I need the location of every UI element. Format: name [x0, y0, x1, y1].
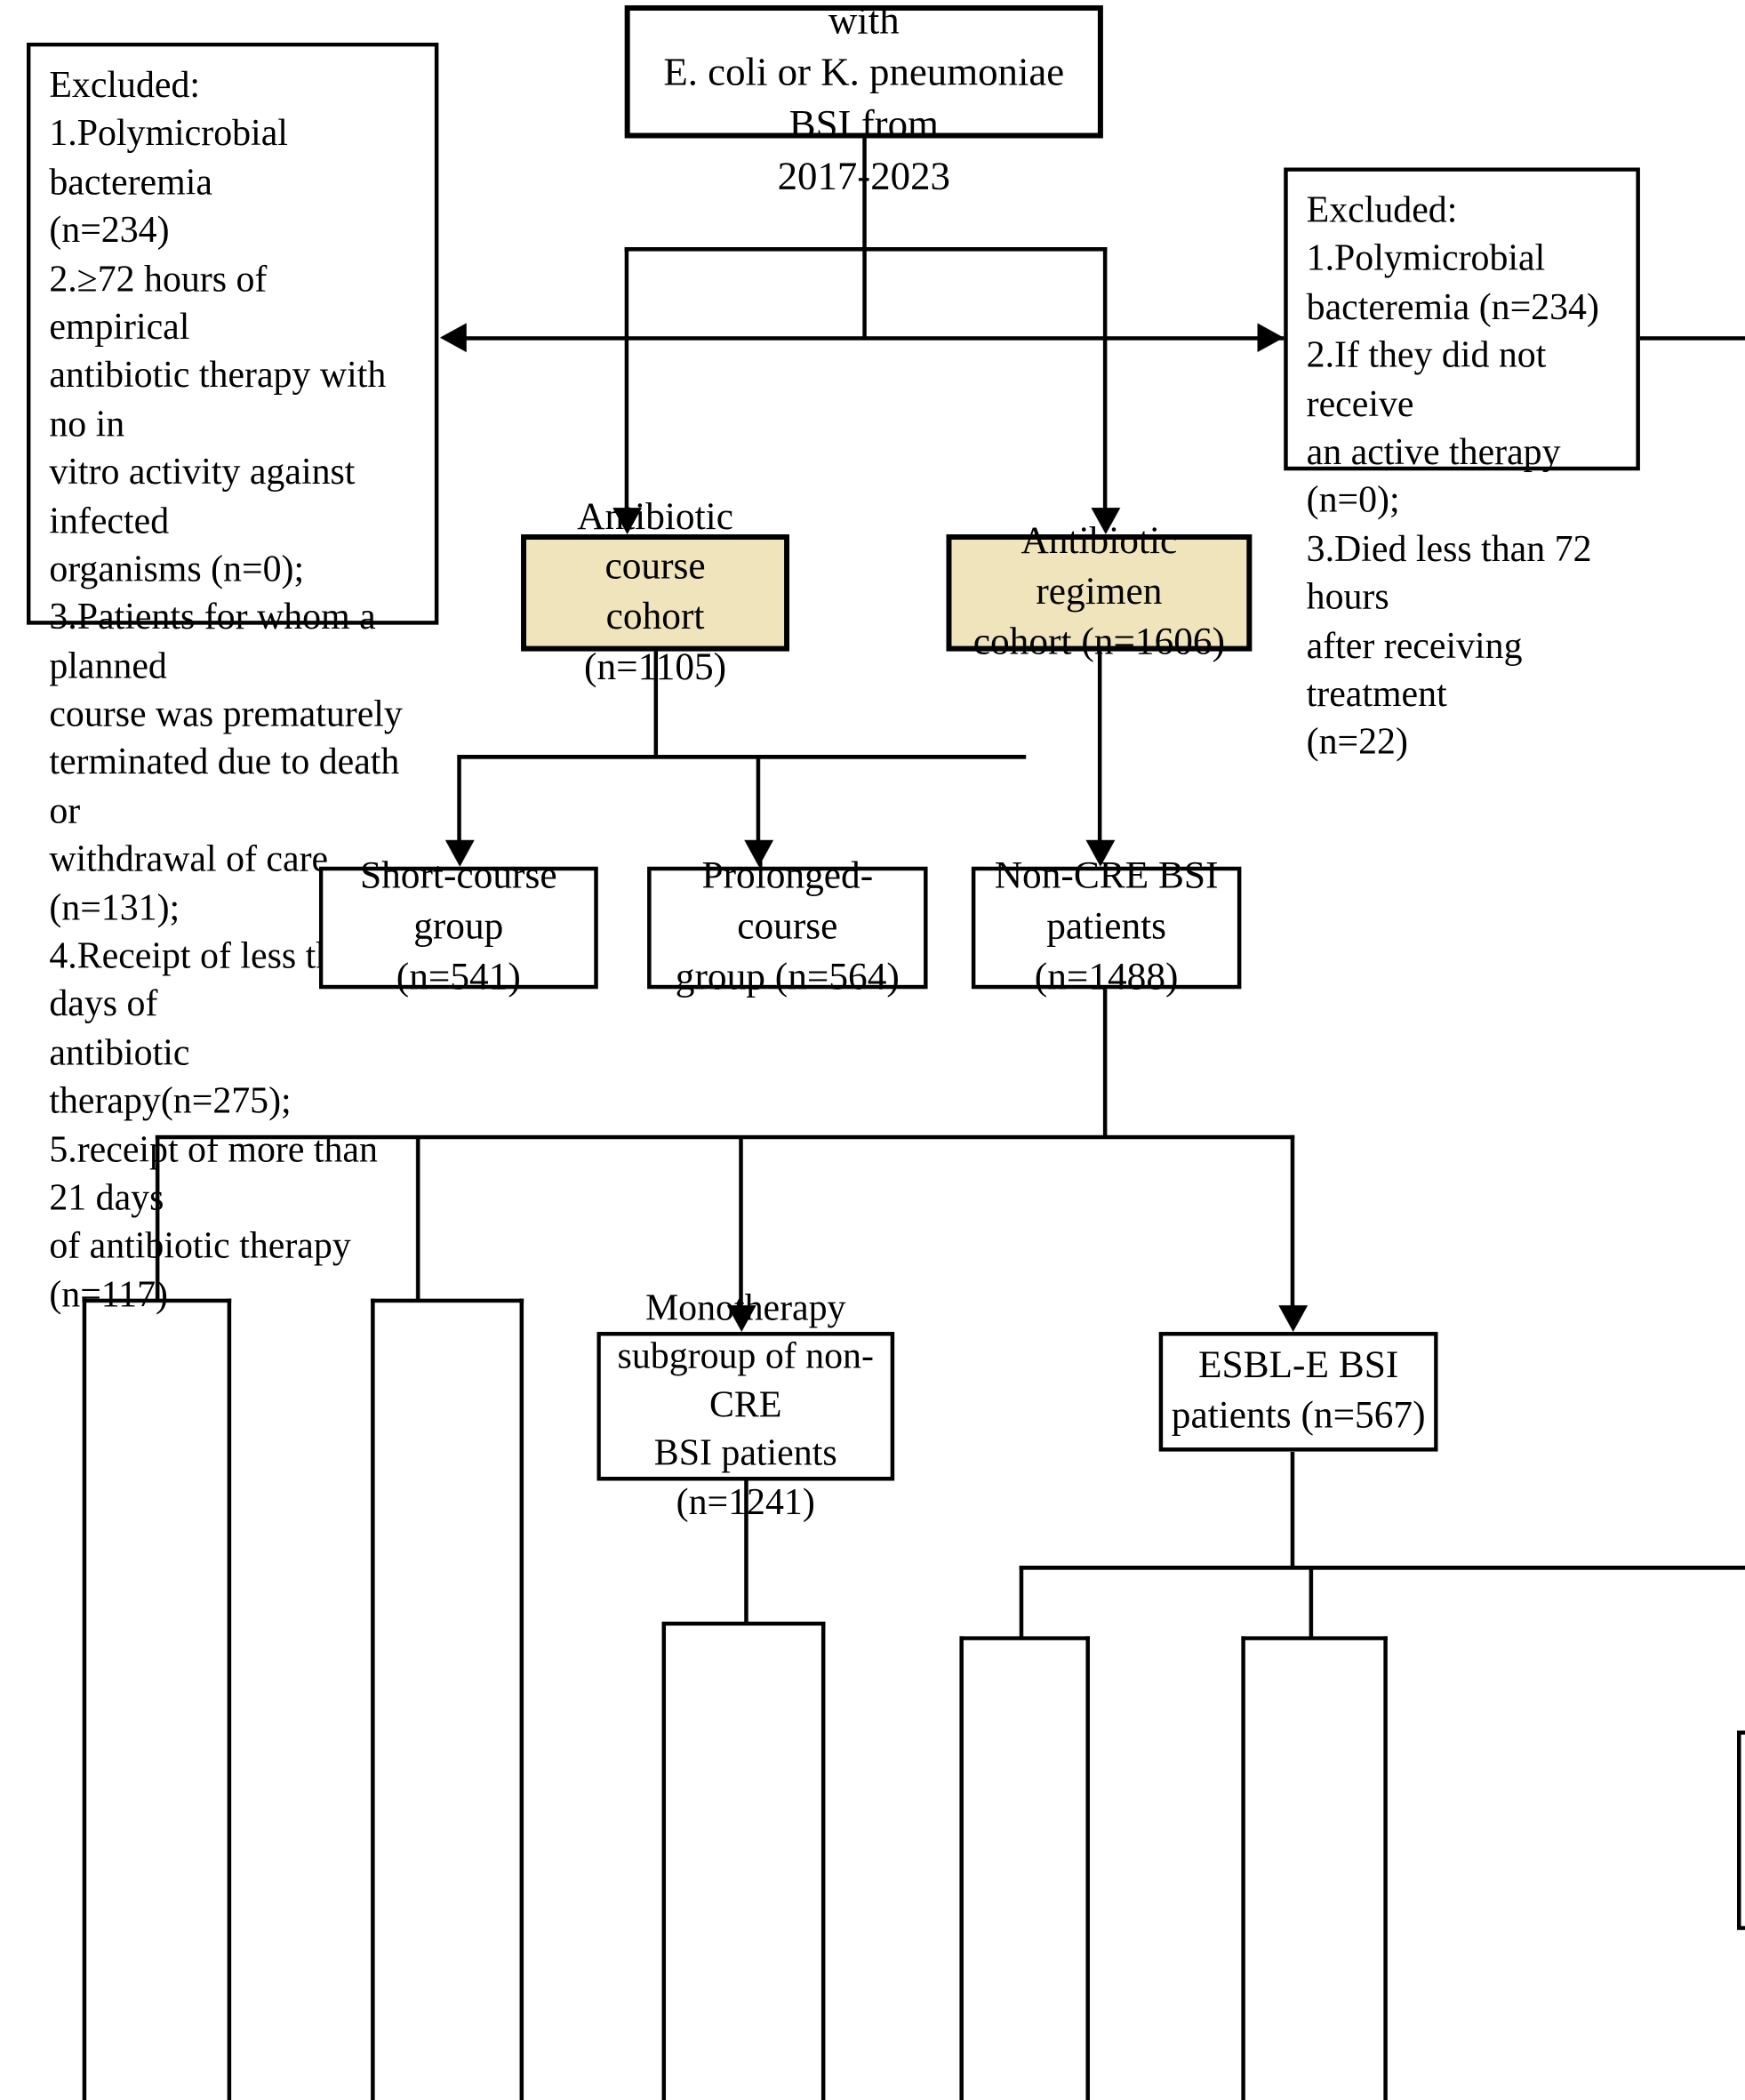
connector-branch-a-bus [82, 1298, 232, 1303]
connector-to-course-cohort [624, 247, 629, 514]
connector-branch-a-right [227, 1298, 232, 2100]
connector-source-down [862, 138, 867, 251]
connector-mononcre-down [744, 1480, 748, 1624]
node-esbl-e-bsi: ESBL-E BSI patients (n=567) [1158, 1332, 1438, 1452]
connector-esbl-bus [1019, 1566, 1745, 1570]
arrow-non-cre [1085, 839, 1116, 867]
node-source-population-label: 1862 hematological patients with E. coli… [663, 0, 1065, 198]
connector-regimen-cohort-down [1097, 651, 1102, 846]
node-non-cre-bsi: Non-CRE BSI patients (n=1488) [971, 855, 1242, 998]
connector-esbl-b2-left [1241, 1636, 1245, 2100]
connector-noncre-down [1102, 989, 1108, 1138]
node-antibiotic-course-cohort: Antibiotic course cohort (n=1105) [521, 495, 790, 688]
node-short-course-group: Short-course group (n=541) [318, 855, 598, 998]
connector-mononcre-bus [661, 1621, 826, 1626]
connector-to-short-course [457, 755, 461, 846]
connector-bus-branch-c [739, 1134, 743, 1311]
node-antibiotic-regimen-cohort: Antibiotic regimen cohort (n=1606) [946, 520, 1253, 663]
node-short-course-group-label: Short-course group (n=541) [360, 855, 557, 998]
connector-mononcre-right [820, 1621, 826, 2100]
arrow-to-excluded-left [439, 323, 467, 353]
connector-bus-branch-b [415, 1134, 420, 1302]
arrow-short-course [444, 839, 475, 867]
node-excluded-right-label: Excluded: 1.Polymicrobial bacteremia (n=… [1306, 189, 1599, 764]
connector-branch-b-bus [371, 1298, 524, 1303]
arrow-prolonged-course [744, 839, 774, 867]
connector-esbl-b1-left [959, 1636, 964, 2100]
connector-source-to-bus [862, 247, 867, 340]
node-mono-subgroup-esbl-label: Monotherapy subgroup of ESBL-E BSI patie… [1741, 1734, 1745, 1928]
node-mono-subgroup-noncre: Monotherapy subgroup of non-CRE BSI pati… [596, 1288, 895, 1523]
connector-esbl-branch-2-bus [1241, 1636, 1388, 1640]
connector-branch-b-left [371, 1298, 375, 2100]
connector-exclusion-bus [458, 336, 1745, 341]
connector-branch-b-right [519, 1298, 524, 2100]
connector-course-cohort-down [653, 651, 659, 758]
node-mono-subgroup-esbl: Monotherapy subgroup of ESBL-E BSI patie… [1737, 1730, 1745, 1930]
node-prolonged-course-group-label: Prolonged-course group (n=564) [675, 855, 900, 998]
arrow-esbl-e-bsi [1278, 1305, 1309, 1333]
node-excluded-right: Excluded: 1.Polymicrobial bacteremia (n=… [1284, 167, 1640, 764]
node-excluded-left: Excluded: 1.Polymicrobial bacteremia (n=… [26, 42, 439, 1316]
node-excluded-left-label: Excluded: 1.Polymicrobial bacteremia (n=… [49, 65, 403, 1316]
node-antibiotic-regimen-cohort-label: Antibiotic regimen cohort (n=1606) [973, 520, 1226, 663]
connector-esbl-branch-1-bus [959, 1636, 1090, 1640]
arrow-regimen-cohort [1091, 508, 1121, 535]
node-esbl-e-bsi-label: ESBL-E BSI patients (n=567) [1171, 1343, 1426, 1438]
node-source-population: 1862 hematological patients with E. coli… [624, 0, 1103, 197]
node-antibiotic-course-cohort-label: Antibiotic course cohort (n=1105) [577, 495, 733, 688]
node-mono-subgroup-noncre-label: Monotherapy subgroup of non-CRE BSI pati… [617, 1287, 874, 1523]
node-prolonged-course-group: Prolonged-course group (n=564) [647, 855, 928, 998]
connector-branch-a-left [82, 1298, 87, 2100]
node-non-cre-bsi-label: Non-CRE BSI patients (n=1488) [994, 855, 1219, 998]
connector-esbl-b2-right [1383, 1636, 1388, 2100]
connector-to-prolonged-course [756, 755, 761, 846]
connector-to-regimen-cohort [1102, 247, 1108, 514]
connector-mononcre-left [661, 1621, 667, 2100]
connector-esbl-down [1290, 1451, 1295, 1569]
arrow-course-cohort [612, 508, 643, 535]
arrow-mono-subgroup-noncre [726, 1305, 756, 1333]
connector-bus-branch-d [1290, 1134, 1295, 1311]
connector-esbl-branch-1 [1019, 1566, 1024, 1639]
connector-esbl-branch-2 [1309, 1566, 1314, 1639]
connector-esbl-b1-right [1085, 1636, 1090, 2100]
connector-course-split-bus [457, 755, 1027, 759]
arrow-to-excluded-right [1257, 323, 1285, 353]
connector-noncre-bus [155, 1134, 1295, 1140]
connector-bus-branch-a [155, 1134, 160, 1302]
connector-cohort-bus [624, 247, 1108, 252]
